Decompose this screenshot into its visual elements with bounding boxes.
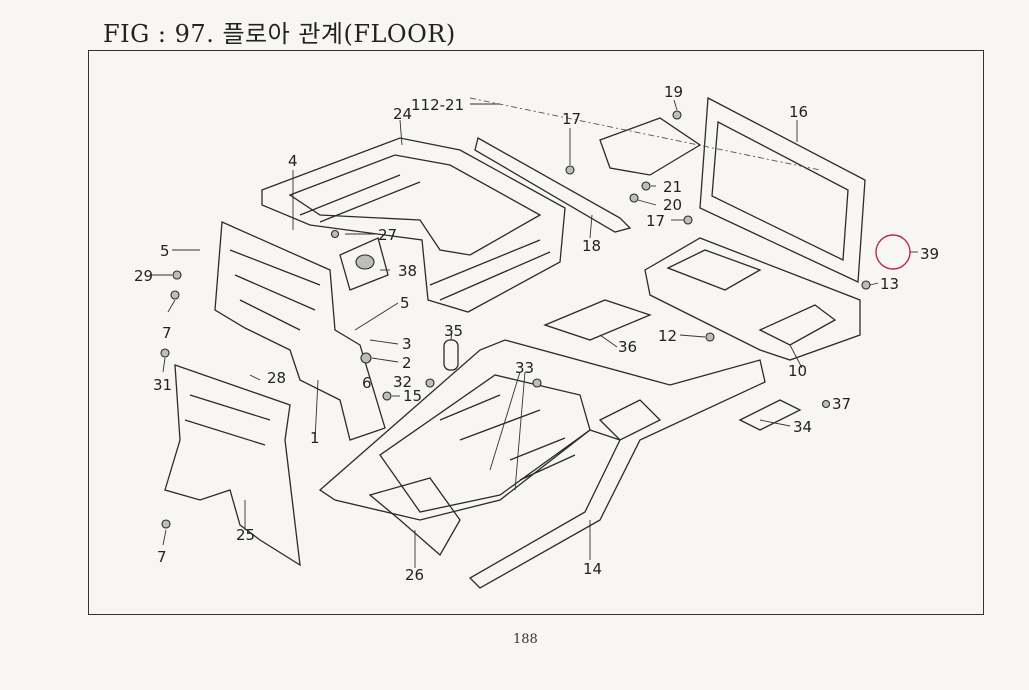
dash-insulator — [164, 364, 301, 567]
callout-5-right: 5 — [400, 294, 410, 312]
callout-21: 21 — [663, 178, 682, 196]
callout-16: 16 — [789, 103, 808, 121]
leader-lines — [150, 99, 879, 568]
callout-13: 13 — [880, 275, 899, 293]
callout-15: 15 — [403, 387, 422, 405]
callout-3: 3 — [402, 335, 412, 353]
callout-2: 2 — [402, 354, 412, 372]
callout-14: 14 — [583, 560, 602, 578]
roof-rail — [599, 117, 702, 176]
fastener-12 — [705, 332, 715, 342]
pad — [738, 399, 802, 431]
callout-27: 27 — [378, 226, 397, 244]
fastener-20 — [629, 193, 639, 203]
callout-33: 33 — [515, 359, 534, 377]
rail-112-21 — [469, 97, 821, 171]
callout-17-lower: 17 — [646, 212, 665, 230]
fastener-2 — [360, 352, 372, 364]
strap — [443, 339, 459, 371]
page-title: FIG : 97. 플로아 관계(FLOOR) — [103, 20, 456, 48]
fastener-15 — [382, 391, 392, 401]
callout-29: 29 — [134, 267, 153, 285]
rear-floor-section — [644, 237, 861, 361]
floor-plate — [543, 299, 652, 341]
callout-34: 34 — [793, 418, 812, 436]
callout-20: 20 — [663, 196, 682, 214]
fastener-27 — [330, 229, 340, 239]
callout-25: 25 — [236, 526, 255, 544]
callout-5-left: 5 — [160, 242, 170, 260]
callout-24: 24 — [393, 105, 412, 123]
callout-37: 37 — [832, 395, 851, 413]
fastener-17a — [565, 165, 575, 175]
callout-1: 1 — [310, 429, 320, 447]
callout-38: 38 — [398, 262, 417, 280]
fastener-19 — [672, 110, 682, 120]
fastener-29 — [172, 270, 182, 280]
callout-10: 10 — [788, 362, 807, 380]
callout-12: 12 — [658, 327, 677, 345]
callout-112-21: 112-21 — [411, 96, 464, 114]
grommet-plate — [339, 237, 389, 291]
callout-6: 6 — [362, 374, 372, 392]
fastener-21 — [641, 181, 651, 191]
mark-39 — [875, 234, 911, 270]
fastener-7a — [170, 290, 180, 300]
callout-17-upper: 17 — [562, 110, 581, 128]
callout-4: 4 — [288, 152, 298, 170]
side-rail — [474, 137, 632, 233]
rear-floor-pan — [261, 137, 566, 313]
callout-28: 28 — [267, 369, 286, 387]
diagram-frame — [88, 50, 984, 615]
fastener-32 — [425, 378, 435, 388]
callout-19: 19 — [664, 83, 683, 101]
callout-7-upper: 7 — [162, 324, 172, 342]
callout-39: 39 — [920, 245, 939, 263]
callout-35: 35 — [444, 322, 463, 340]
fastener-7b — [161, 519, 171, 529]
fastener-37 — [821, 399, 831, 409]
dash-panel — [214, 221, 386, 441]
callout-18: 18 — [582, 237, 601, 255]
callout-7-lower: 7 — [157, 548, 167, 566]
fastener-17b — [683, 215, 693, 225]
fastener-13 — [861, 280, 871, 290]
callout-31: 31 — [153, 376, 172, 394]
callout-36: 36 — [618, 338, 637, 356]
fastener-33 — [532, 378, 542, 388]
callout-32: 32 — [393, 373, 412, 391]
callout-26: 26 — [405, 566, 424, 584]
rear-panel — [699, 96, 866, 283]
main-floor-frame — [318, 339, 766, 589]
page-number: 188 — [513, 632, 538, 647]
fastener-31 — [160, 348, 170, 358]
floor-insulator — [368, 477, 461, 557]
